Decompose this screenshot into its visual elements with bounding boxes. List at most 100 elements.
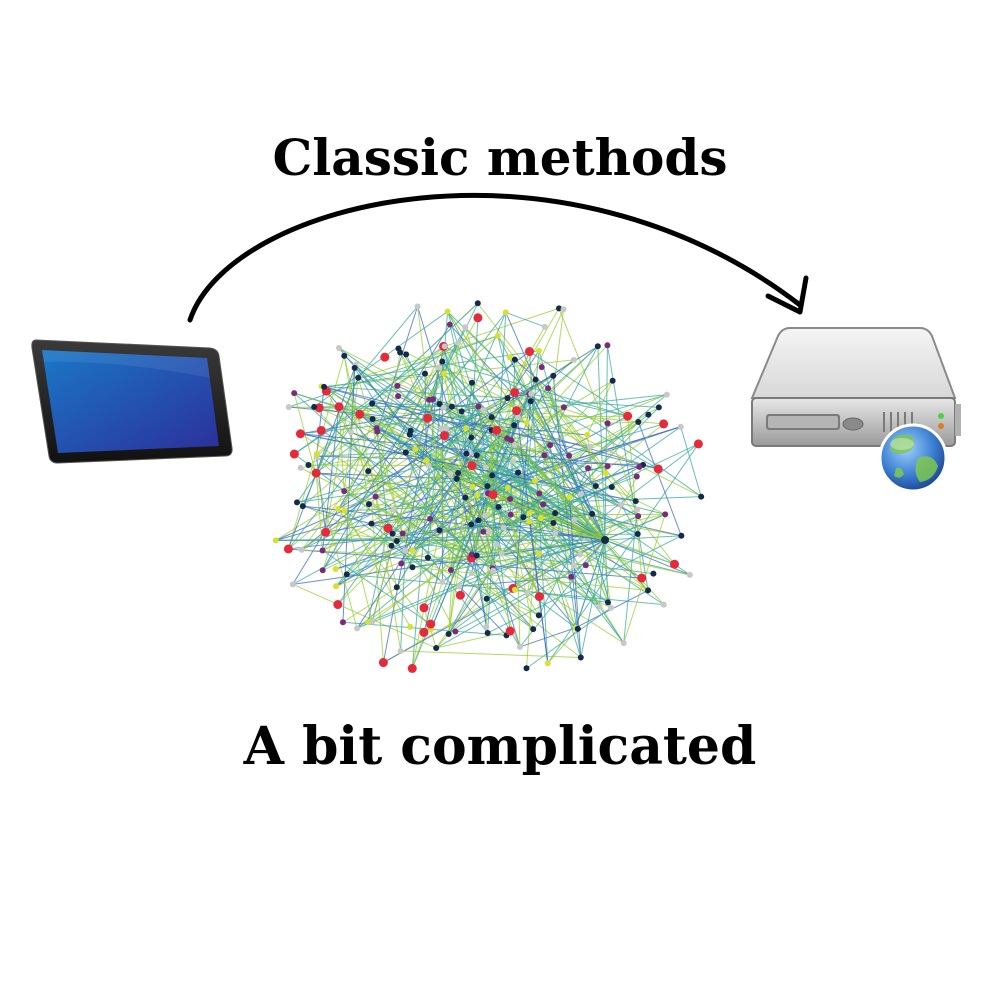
network-node	[463, 450, 470, 457]
network-edge	[354, 367, 521, 648]
network-node	[587, 443, 594, 450]
network-node	[618, 501, 625, 508]
network-node	[438, 425, 445, 432]
network-node	[414, 303, 421, 310]
network-node	[484, 629, 491, 636]
network-node	[482, 512, 489, 519]
network-node	[453, 475, 460, 482]
network-node	[339, 619, 346, 626]
network-node	[468, 521, 475, 528]
network-edge	[531, 393, 628, 417]
network-edge	[461, 411, 478, 456]
network-node	[383, 523, 393, 533]
network-node	[660, 601, 667, 608]
network-node	[480, 528, 487, 535]
network-edge	[346, 397, 508, 575]
network-edge	[325, 367, 356, 533]
network-node	[423, 413, 433, 423]
network-node	[402, 547, 409, 554]
network-node	[484, 483, 491, 490]
network-edge	[288, 452, 407, 550]
network-node	[538, 364, 545, 371]
network-edge	[343, 355, 370, 505]
network-node	[566, 494, 573, 501]
network-node	[447, 471, 454, 478]
network-node	[570, 562, 577, 569]
network-node	[436, 401, 443, 408]
network-node	[637, 573, 647, 583]
network-node	[293, 499, 300, 506]
network-node	[368, 520, 375, 527]
network-node	[645, 411, 652, 418]
network-node	[298, 546, 305, 553]
network-node	[425, 462, 432, 469]
network-edge	[322, 518, 431, 571]
network-edge	[393, 509, 489, 634]
network-edge	[514, 359, 570, 498]
network-node	[433, 645, 440, 652]
network-edge	[275, 533, 638, 541]
network-node	[473, 313, 483, 323]
network-node	[505, 626, 515, 636]
network-edge	[491, 423, 664, 476]
network-node	[311, 403, 318, 410]
network-node	[395, 393, 402, 400]
network-node	[592, 482, 599, 489]
network-node	[341, 352, 348, 359]
network-edge	[471, 572, 534, 630]
network-edge	[471, 382, 702, 498]
network-edge	[448, 443, 699, 635]
network-edge	[423, 426, 681, 609]
network-edge	[371, 346, 444, 505]
network-node	[669, 559, 679, 569]
network-node	[394, 382, 401, 389]
network-edge	[558, 308, 637, 502]
network-node	[475, 403, 482, 410]
network-edge	[497, 335, 606, 541]
network-edge	[338, 406, 429, 466]
network-node	[536, 490, 543, 497]
network-edge	[440, 428, 606, 541]
network-edge	[335, 359, 516, 587]
network-node	[443, 425, 450, 432]
network-edge	[428, 317, 479, 400]
network-edge	[359, 413, 606, 541]
network-edge	[482, 531, 600, 607]
network-node	[515, 469, 522, 476]
network-node	[604, 463, 611, 470]
network-node	[635, 418, 642, 425]
network-edge	[400, 550, 406, 651]
network-node	[289, 581, 296, 588]
network-node	[502, 309, 509, 316]
network-node	[319, 547, 326, 554]
network-node	[295, 429, 305, 439]
network-edge	[448, 568, 493, 635]
network-edge	[447, 311, 532, 395]
network-node	[355, 374, 362, 381]
network-edge	[301, 549, 586, 566]
network-node	[552, 530, 559, 537]
network-node	[421, 370, 428, 377]
network-node	[448, 403, 455, 410]
network-node	[555, 305, 562, 312]
network-node	[596, 603, 603, 610]
network-edge	[292, 324, 451, 585]
network-node	[498, 550, 505, 557]
network-node	[419, 627, 429, 637]
network-node	[468, 379, 475, 386]
network-node	[458, 408, 465, 415]
network-node	[686, 571, 693, 578]
network-edge	[540, 443, 699, 519]
network-node	[520, 514, 527, 521]
network-node	[594, 343, 601, 350]
network-node	[369, 618, 376, 625]
network-edge	[527, 309, 565, 593]
network-node	[407, 663, 417, 673]
network-edge	[492, 539, 606, 569]
network-edge	[375, 496, 402, 652]
network-node	[378, 658, 388, 668]
network-node	[524, 589, 531, 596]
network-node	[511, 586, 518, 593]
network-edge	[371, 421, 639, 623]
